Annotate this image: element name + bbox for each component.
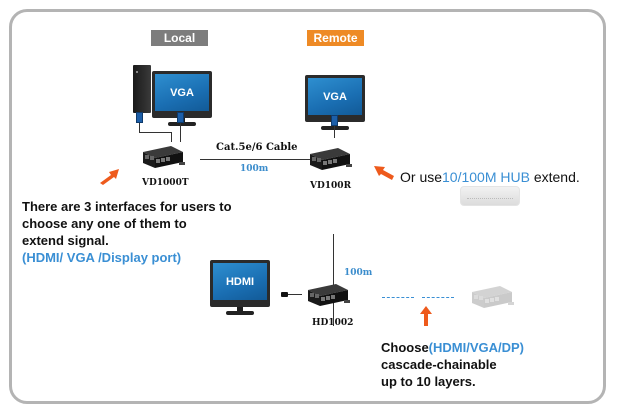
cat-cable-line-vertical — [333, 234, 334, 326]
cable-line — [288, 294, 302, 295]
receiver-label: VD100R — [310, 181, 352, 191]
hdmi-monitor-label: HDMI — [213, 263, 267, 300]
hub-highlight: 10/100M HUB — [442, 169, 530, 185]
transmitter-device-icon — [141, 140, 185, 170]
hub-suffix: extend. — [529, 169, 580, 185]
orange-up-arrow-icon — [420, 306, 432, 326]
local-badge: Local — [151, 30, 208, 46]
cable-line — [180, 123, 181, 142]
cascade-dashed-line — [422, 297, 454, 299]
receiver-device-icon — [308, 142, 352, 172]
hdmi-receiver-label: HD1002 — [312, 318, 354, 328]
cascade-prefix: Choose — [381, 340, 429, 355]
remote-vga-monitor: VGA — [305, 75, 365, 133]
hdmi-monitor: HDMI — [210, 260, 270, 320]
hub-device-icon — [460, 186, 520, 206]
distance-label-horizontal: 100m — [240, 164, 269, 174]
hub-note: Or use10/100M HUB extend. — [400, 169, 580, 185]
cascade-highlight: (HDMI/VGA/DP) — [428, 340, 525, 355]
cascade-line-2: cascade-chainable — [381, 357, 497, 372]
cascade-line-3: up to 10 layers. — [381, 374, 476, 389]
interfaces-line-3: extend signal. — [22, 233, 109, 248]
cable-line — [139, 123, 140, 133]
cable-line — [334, 126, 335, 138]
interfaces-line-2: choose any one of them to — [22, 216, 187, 231]
hub-prefix: Or use — [400, 169, 443, 185]
cascade-device-icon — [470, 280, 514, 310]
pc-tower-icon — [133, 65, 151, 113]
cable-line — [171, 132, 172, 142]
orange-arrow-icon — [100, 169, 119, 185]
cascade-dashed-line — [382, 297, 414, 299]
local-monitor-label: VGA — [155, 74, 209, 111]
cable-line — [139, 132, 171, 133]
interfaces-options: (HDMI/ VGA /Display port) — [22, 250, 182, 265]
diagram-frame — [9, 9, 606, 404]
hdmi-plug-icon — [281, 292, 288, 297]
remote-badge: Remote — [307, 30, 364, 46]
vga-connector-icon — [177, 112, 184, 123]
interfaces-note: There are 3 interfaces for users to choo… — [22, 198, 232, 266]
distance-label-vertical: 100m — [344, 268, 373, 278]
transmitter-label: VD1000T — [142, 178, 189, 188]
vga-connector-icon — [136, 112, 143, 123]
cascade-note: Choose(HDMI/VGA/DP) cascade-chainable up… — [381, 339, 524, 390]
orange-arrow-icon — [374, 166, 394, 180]
vga-connector-icon — [331, 115, 338, 126]
cat-cable-line — [200, 159, 310, 160]
interfaces-line-1: There are 3 interfaces for users to — [22, 199, 232, 214]
hdmi-receiver-device-icon — [306, 278, 350, 308]
cable-type-label: Cat.5e/6 Cable — [216, 142, 298, 153]
remote-monitor-label: VGA — [308, 78, 362, 115]
local-vga-monitor: VGA — [152, 71, 212, 129]
